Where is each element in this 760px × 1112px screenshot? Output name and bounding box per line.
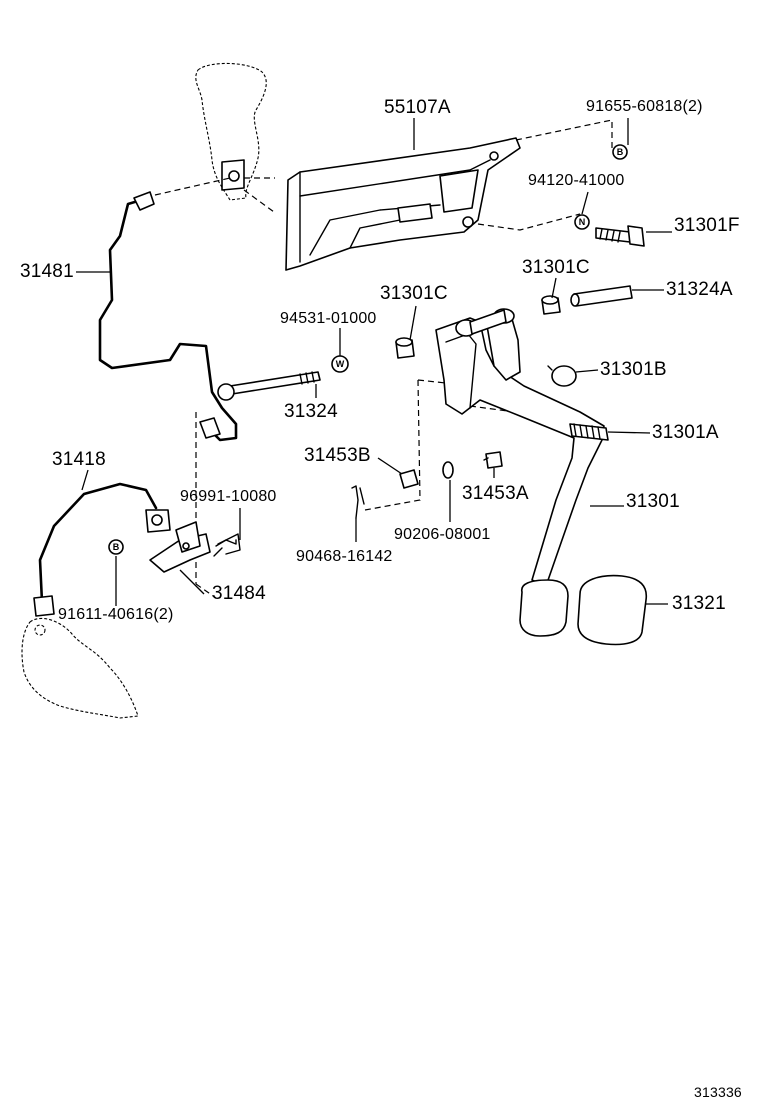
stopper-31301B [547,365,577,387]
bolt-symbol-91655: B [612,144,628,160]
label-31301F: 31301F [674,215,740,236]
pedal-bracket-55107A [285,137,521,271]
svg-text:W: W [336,359,345,369]
washer-symbol-94531: W [331,355,349,373]
diagram-id: 313336 [694,1084,742,1100]
label-31481: 31481 [20,261,74,282]
bushing-31453B [399,469,419,489]
shaft-31324A [570,285,633,307]
svg-text:B: B [617,147,624,157]
leader-lines [76,118,672,606]
label-31484: 31484 [212,583,266,604]
bracket-31484 [149,521,237,573]
bolt-31453A [483,451,503,469]
brake-pedal-31301 [435,308,609,637]
pedal-pad-31321 [577,574,648,646]
flexible-hose-31418 [33,482,171,617]
svg-text:N: N [579,217,586,227]
label-31453A: 31453A [462,483,529,504]
label-96991-10080: 96991-10080 [180,488,277,505]
label-31301A: 31301A [652,422,719,443]
washer-90206-08001 [442,461,454,479]
bolt-symbol-91611: B [108,539,124,555]
bushing-31301C-right [541,295,561,315]
nut-symbol-94120: N [574,214,590,230]
label-31301C-right: 31301C [522,257,590,278]
label-31324: 31324 [284,401,338,422]
label-31324A: 31324A [666,279,733,300]
label-90206-08001: 90206-08001 [394,526,491,543]
label-91611-40616: 91611-40616(2) [58,606,174,623]
label-94531-01000: 94531-01000 [280,310,377,327]
label-31418: 31418 [52,449,106,470]
label-94120-41000: 94120-41000 [528,172,625,189]
brake-tube-31481 [98,191,238,442]
label-91655-60818: 91655-60818(2) [586,98,703,115]
svg-text:B: B [113,542,120,552]
wheel-cylinder-sketch [21,617,139,719]
label-31301C-left: 31301C [380,283,448,304]
clevis-pin-90468-16142 [351,485,365,519]
label-31453B: 31453B [304,445,371,466]
push-rod-31324 [217,371,321,401]
label-31301B: 31301B [600,359,667,380]
master-cylinder-sketch [195,62,267,201]
clip-96991-10080 [217,533,241,555]
label-31301: 31301 [626,491,680,512]
bolt-31301F [595,225,645,247]
bushing-31301C-left [395,337,415,359]
label-31321: 31321 [672,593,726,614]
label-55107A: 55107A [384,97,451,118]
label-90468-16142: 90468-16142 [296,548,393,565]
